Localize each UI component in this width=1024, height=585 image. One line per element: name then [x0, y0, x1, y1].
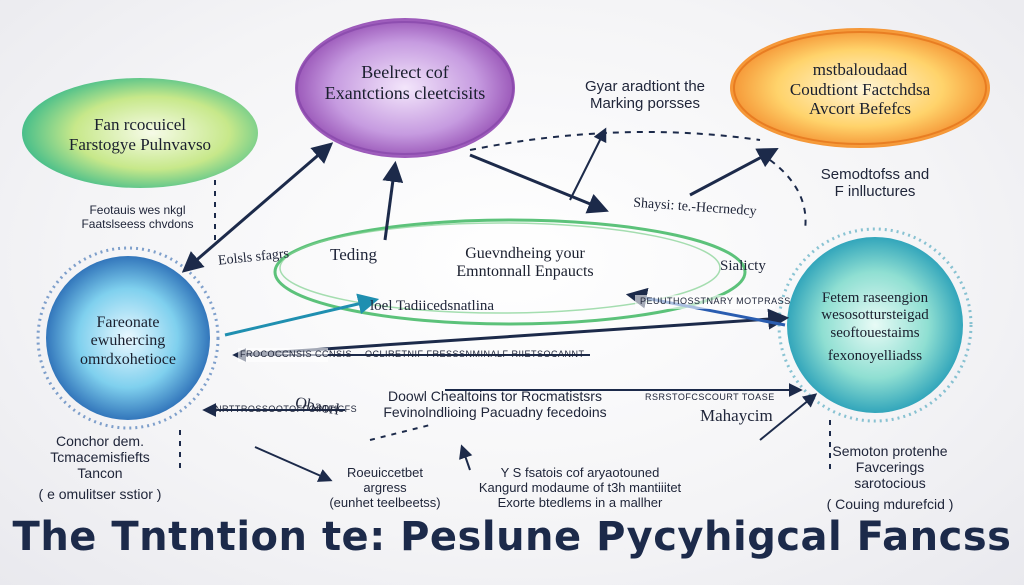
- label-mid-bar-center: OCLIRETNIF FRESSSNMINALF RIIETSOCANNT: [365, 349, 585, 359]
- label-bottom-mid-left-line-1: Roeuiccetbet: [347, 465, 423, 480]
- arrow-top-to-right: [469, 153, 609, 214]
- label-top-mid-right-line-2: Marking porsses: [589, 95, 701, 113]
- label-right-mid-line-1: Semodtofss and: [820, 166, 930, 183]
- center-line-1: Guevndheing your: [465, 245, 585, 262]
- bubble-top-center-stroke: [296, 21, 514, 155]
- label-mahaycim: Mahaycim: [700, 406, 773, 425]
- label-bottom-right-paren: ( Couing mdurefcid ): [826, 496, 954, 513]
- label-right-bar: PEUUTHOSSTNARY MOTPRASS: [640, 296, 791, 306]
- arrow-to-orange: [689, 148, 779, 197]
- center-swirl-label: Guevndheing your Emntonnall Enpaucts: [425, 245, 625, 282]
- label-bottom-mid-line-3: Exorte btedlems in a mallher: [497, 494, 663, 510]
- bubble-top-center: [295, 18, 515, 158]
- bubble-right: [787, 237, 963, 413]
- center-line-2: Emntonnall Enpaucts: [456, 263, 594, 281]
- dash-top-right: [469, 131, 761, 151]
- arrow-teal-left: [224, 293, 380, 337]
- label-bottom-mid: Y S fsatois cof aryaotouned Kangurd moda…: [455, 465, 705, 511]
- label-lower-left-bar: NRTTROSSOOTOFFOPTFICFS: [215, 404, 358, 414]
- bubble-left-line-1: Fareonate: [96, 314, 160, 331]
- label-bottom-left-line-2: Tcmacemisfiefts: [50, 449, 150, 466]
- bar-right: [635, 295, 775, 309]
- bubble-left: [46, 256, 210, 420]
- label-top-mid-right: Gyar aradtiont the Marking porsses: [570, 78, 720, 113]
- bubble-top-right-stroke: [733, 31, 987, 145]
- arrow-bottom-left: [254, 446, 333, 482]
- label-left-mid-line-1: Feotauis wes nkgl: [89, 203, 186, 217]
- bubble-top-right: [730, 28, 990, 148]
- bubble-top-right-line-2: Coudtiont Factchdsa: [789, 79, 931, 99]
- label-right-mid: Semodtofss and F inlluctures: [800, 166, 950, 201]
- label-right-mid-line-2: F inlluctures: [834, 183, 916, 201]
- bubble-top-left-line-2: Farstogye Pulnvavso: [68, 134, 212, 154]
- bubble-top-center-line-1: Beelrect cof: [361, 62, 449, 82]
- label-teding: Teding: [330, 245, 377, 264]
- bubble-top-right-line-3: Avcort Befefcs: [808, 99, 912, 119]
- label-bottom-right-line-2: Favcerings: [855, 459, 925, 476]
- main-title: The Tntntion te: Peslune Pycyhigcal Fanc…: [12, 514, 1012, 560]
- bubble-right-label: Fetem raseengion wesosottursteigad seoft…: [795, 290, 955, 365]
- label-tadiceds: loel Tadiicedsnatlina: [370, 298, 495, 314]
- bubble-top-left-label: Fan rcocuicel Farstogye Pulnvavso: [45, 115, 235, 154]
- label-bottom-mid-line-2: Kangurd modaume of t3h mantiiitet: [478, 479, 682, 495]
- arrow-left-to-top: [181, 142, 334, 273]
- label-bottom-right-line-1: Semoton protenhe: [832, 443, 948, 459]
- arrow-to-right-bubble-down: [759, 393, 818, 441]
- arrow-up-center: [382, 160, 404, 241]
- arrow-bottom-mid: [459, 444, 473, 471]
- bubble-left-line-2: ewuhercing: [90, 332, 166, 350]
- bubble-left-line-3: omrdxohetioce: [80, 350, 176, 368]
- label-bottom-left-line-1: Conchor dem.: [56, 433, 144, 449]
- label-top-mid-right-line-1: Gyar aradtiont the: [584, 78, 706, 95]
- bubble-top-left-line-1: Fan rcocuicel: [93, 115, 187, 134]
- label-sialicty: Sialicty: [720, 258, 766, 274]
- label-bottom-left-line-3: Tancon: [77, 465, 123, 482]
- label-bottom-mid-left-line-3: (eunhet teelbeetss): [329, 494, 441, 510]
- label-center-lower-line-2: Fevinolndlioing Pacuadny fecedoins: [383, 404, 607, 421]
- bubble-right-line-3: seoftouestaims: [830, 324, 920, 341]
- label-bottom-mid-left-line-2: argress: [363, 479, 407, 495]
- label-bottom-right-line-3: sarotocious: [854, 475, 926, 492]
- label-bottom-mid-line-1: Y S fsatois cof aryaotouned: [500, 465, 660, 480]
- label-right-bar-2: RSRSTOFCSCOURT TOASE: [645, 392, 775, 402]
- label-bottom-mid-left: Roeuiccetbet argress (eunhet teelbeetss): [320, 465, 450, 511]
- bubble-right-line-1: Fetem raseengion: [821, 290, 929, 306]
- label-bottom-left-paren: ( e omulitser sstior ): [38, 486, 162, 503]
- label-center-lower-line-1: Doowl Chealtoins tor Rocmatistsrs: [388, 388, 602, 404]
- bubble-top-right-label: mstbaloudaad Coudtiont Factchdsa Avcort …: [760, 60, 960, 119]
- arrow-mid-up: [569, 127, 607, 201]
- dash-right-side: [769, 159, 807, 231]
- label-mid-bar-left: FROCOCCNSIS CCNSIS: [240, 349, 353, 359]
- bubble-top-right-line-1: mstbaloudaad: [812, 60, 908, 79]
- bubble-left-label: Fareonate ewuhercing omrdxohetioce: [50, 314, 206, 369]
- dash-center-low: [369, 424, 431, 441]
- bubble-right-line-2: wesosottursteigad: [821, 307, 929, 324]
- bar-mid-left: [238, 348, 328, 362]
- label-left-mid-line-2: Faatslseess chvdons: [81, 216, 194, 231]
- label-bottom-right: Semoton protenhe Favcerings sarotocious …: [810, 443, 970, 512]
- bubble-right-line-4: fexonoyelliadss: [827, 347, 923, 364]
- bubble-top-center-label: Beelrect cof Exantctions cleetcisits: [310, 62, 500, 103]
- label-left-mid: Feotauis wes nkgl Faatslseess chvdons: [65, 203, 210, 232]
- label-center-lower: Doowl Chealtoins tor Rocmatistsrs Fevino…: [360, 388, 630, 420]
- bubble-left-ring: [36, 246, 220, 430]
- bubble-top-center-line-2: Exantctions cleetcisits: [324, 82, 486, 103]
- label-bottom-left: Conchor dem. Tcmacemisfiefts Tancon ( e …: [25, 433, 175, 502]
